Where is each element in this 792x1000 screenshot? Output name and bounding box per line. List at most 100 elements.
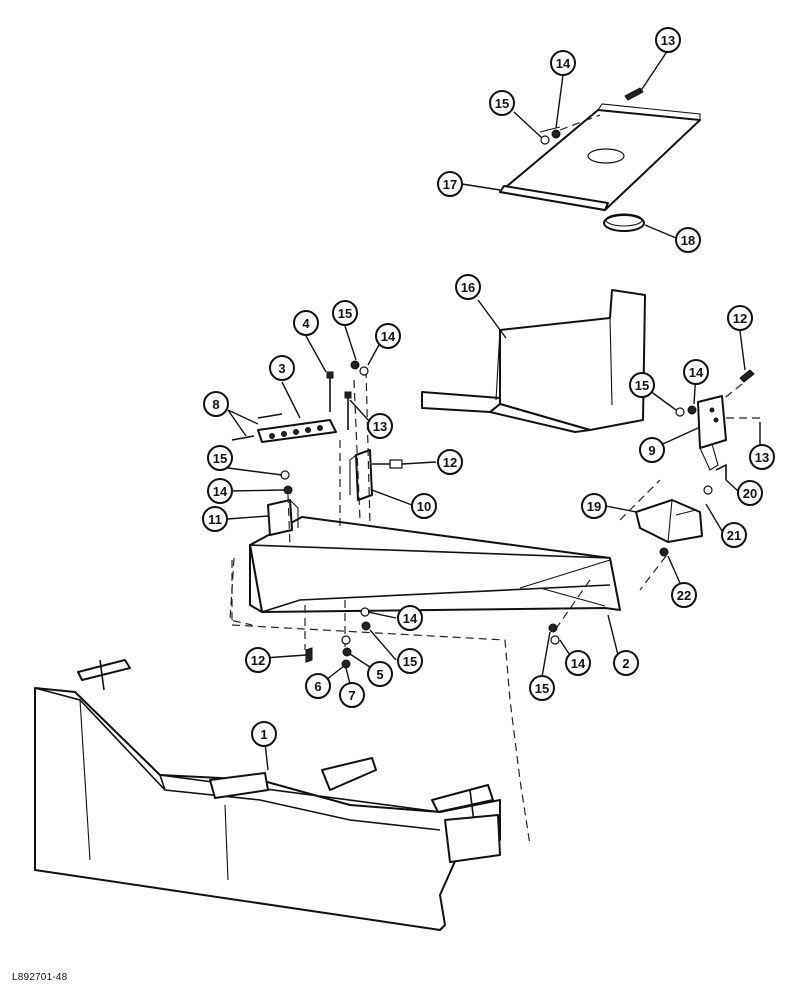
callout-c9: 9 [639,437,665,463]
callout-c20: 20 [737,480,763,506]
callout-circle [455,274,481,300]
callout-c14f: 14 [565,650,591,676]
callout-circle [749,444,775,470]
callout-circle [683,359,709,385]
callout-circle [721,522,747,548]
callout-circle [397,605,423,631]
callout-c10: 10 [411,493,437,519]
callout-circle [565,650,591,676]
callout-label: 13 [373,419,387,434]
callout-c12c: 12 [245,647,271,673]
callout-circle [411,493,437,519]
callout-c15c: 15 [207,445,233,471]
callout-c13b: 13 [367,413,393,439]
callout-label: 14 [381,329,396,344]
callout-label: 2 [622,656,629,671]
callout-label: 21 [727,528,741,543]
callout-label: 14 [403,611,418,626]
callout-label: 15 [213,451,227,466]
callout-label: 20 [743,486,757,501]
part-18-plug [603,213,645,232]
callout-label: 10 [417,499,431,514]
callout-c8: 8 [203,391,229,417]
callout-circle [367,413,393,439]
callout-c16: 16 [455,274,481,300]
part-2-main-trough [229,516,621,626]
callout-label: 7 [348,688,355,703]
part-8-pins [231,413,283,441]
callout-circle [671,582,697,608]
callout-circle [397,648,423,674]
callout-circle [203,391,229,417]
callout-label: 12 [443,455,457,470]
callout-c12a: 12 [727,305,753,331]
callout-label: 14 [689,365,704,380]
callout-c14e: 14 [397,605,423,631]
hardware-20-21-22 [639,463,727,591]
callout-circle [489,90,515,116]
callout-label: 12 [251,653,265,668]
callout-circle [375,323,401,349]
part-3-strap [257,419,337,443]
callout-c12b: 12 [437,449,463,475]
callout-c6: 6 [305,673,331,699]
callout-label: 3 [278,361,285,376]
part-19-angle-bracket [635,499,703,543]
callout-label: 16 [461,280,475,295]
callout-circle [737,480,763,506]
callout-c19: 19 [581,493,607,519]
callout-c14a: 14 [550,50,576,76]
callout-circle [367,661,393,687]
callout-label: 15 [338,306,352,321]
callout-circle [245,647,271,673]
callout-c3: 3 [269,355,295,381]
callout-circle [581,493,607,519]
callout-label: 13 [755,450,769,465]
callout-circle [639,437,665,463]
callout-circle [251,721,277,747]
hardware-15-14-left [280,470,293,546]
callout-label: 14 [213,484,228,499]
callout-label: 1 [260,727,267,742]
callout-circle [675,227,701,253]
callout-label: 9 [648,443,655,458]
callout-c14c: 14 [207,478,233,504]
callout-label: 12 [733,311,747,326]
callout-circle [332,300,358,326]
callout-label: 4 [302,316,310,331]
callout-label: 22 [677,588,691,603]
callout-c21: 21 [721,522,747,548]
bolts-4-13 [326,369,371,530]
callout-label: 17 [443,177,457,192]
callout-c17: 17 [437,171,463,197]
callout-circle [437,449,463,475]
callout-circle [202,506,228,532]
part-11-bracket [267,499,299,536]
callout-c14b: 14 [375,323,401,349]
callout-c1: 1 [251,721,277,747]
top-plate-hardware [540,87,644,145]
callout-circle [727,305,753,331]
callout-label: 14 [556,56,571,71]
callout-label: 18 [681,233,695,248]
callout-c11: 11 [202,506,228,532]
bolt-12-bracket [372,459,403,469]
callout-c13a: 13 [655,27,681,53]
callout-circle [437,171,463,197]
callout-circle [613,650,639,676]
callout-label: 6 [314,679,321,694]
callout-c7: 7 [339,682,365,708]
callout-label: 14 [571,656,586,671]
callout-circle [629,372,655,398]
callout-c15f: 15 [529,675,555,701]
callout-circle [269,355,295,381]
callout-c18: 18 [675,227,701,253]
part-17-cover-plate [499,103,701,211]
callout-circle [207,478,233,504]
callout-label: 5 [376,667,383,682]
callout-circle [339,682,365,708]
callout-c15a: 15 [489,90,515,116]
callout-label: 8 [212,397,219,412]
figure-id: L892701-48 [12,972,68,983]
